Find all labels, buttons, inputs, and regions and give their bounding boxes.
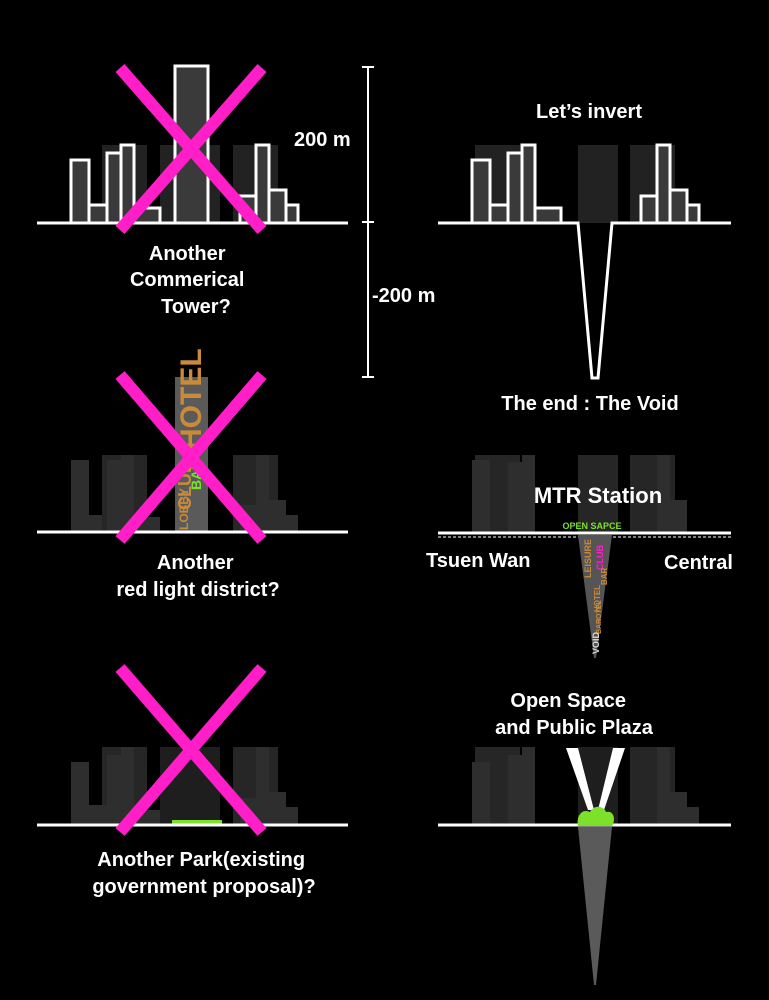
panel-commercial-tower: Another Commerical Tower? (37, 64, 348, 318)
void-word: LEISURE (583, 539, 593, 578)
void-word: VOID (591, 631, 601, 654)
panel-invert: Let’s invert The end : The Void (438, 101, 731, 415)
caption-line: red light district? (116, 579, 279, 601)
park-strip (172, 820, 222, 825)
caption-line: Another Park(existing (97, 849, 305, 871)
tower-word: HOTEL (175, 348, 208, 450)
caption-line: Tower? (161, 296, 231, 318)
svg-text:Open Space and Public Pl: Open Space and Public Plaza (495, 690, 654, 739)
scale-bar: 200 m -200 m (294, 66, 435, 378)
public-plaza-green (577, 806, 614, 826)
void-shaft (578, 535, 612, 658)
scale-bottom-label: -200 m (372, 285, 435, 307)
light-beams (566, 748, 625, 810)
tower-word: LOBBY (177, 488, 191, 530)
caption-line: Another (149, 243, 226, 265)
title-line: and Public Plaza (495, 717, 654, 739)
panel-open-space: Open Space and Public Plaza (438, 690, 731, 985)
svg-text:Another Commerical: Another Commerical Tower? (130, 243, 250, 318)
left-station-label: Tsuen Wan (426, 550, 530, 572)
panel-title: Let’s invert (536, 101, 642, 123)
title-line: Open Space (510, 690, 626, 712)
svg-text:Another Park(existing go: Another Park(existing government proposa… (92, 849, 315, 898)
void-word: HOTEL (596, 600, 603, 624)
panel-park: Another Park(existing government proposa… (37, 664, 348, 898)
cross-mark (115, 64, 267, 234)
void-word: BAR (600, 567, 609, 585)
caption-line: Commerical (130, 269, 245, 291)
void-shaft (578, 827, 612, 985)
panel-red-light: HOTEL BAR CLUB LOBBY Another red light d… (37, 348, 348, 601)
panel-mtr-station: MTR Station OPEN SAPCE LEISURE CLUB BAR … (426, 455, 733, 658)
cross-mark (115, 371, 267, 544)
panel-title: MTR Station (534, 483, 662, 508)
void-word: HOTEL (593, 585, 602, 612)
svg-text:Another red light distri: Another red light district? (116, 552, 279, 601)
ground-line-with-void (438, 221, 731, 380)
scale-top-label: 200 m (294, 129, 351, 151)
open-space-label: OPEN SAPCE (562, 521, 621, 531)
caption-line: Another (157, 552, 234, 574)
cross-mark (115, 664, 267, 836)
void-words: LEISURE CLUB BAR HOTEL HOTEL BAR VOID (583, 539, 609, 654)
void-word: CLUB (595, 545, 605, 570)
panel-caption: The end : The Void (501, 393, 678, 415)
caption-line: government proposal)? (92, 876, 315, 898)
void-word: BAR (596, 619, 603, 634)
right-station-label: Central (664, 552, 733, 574)
